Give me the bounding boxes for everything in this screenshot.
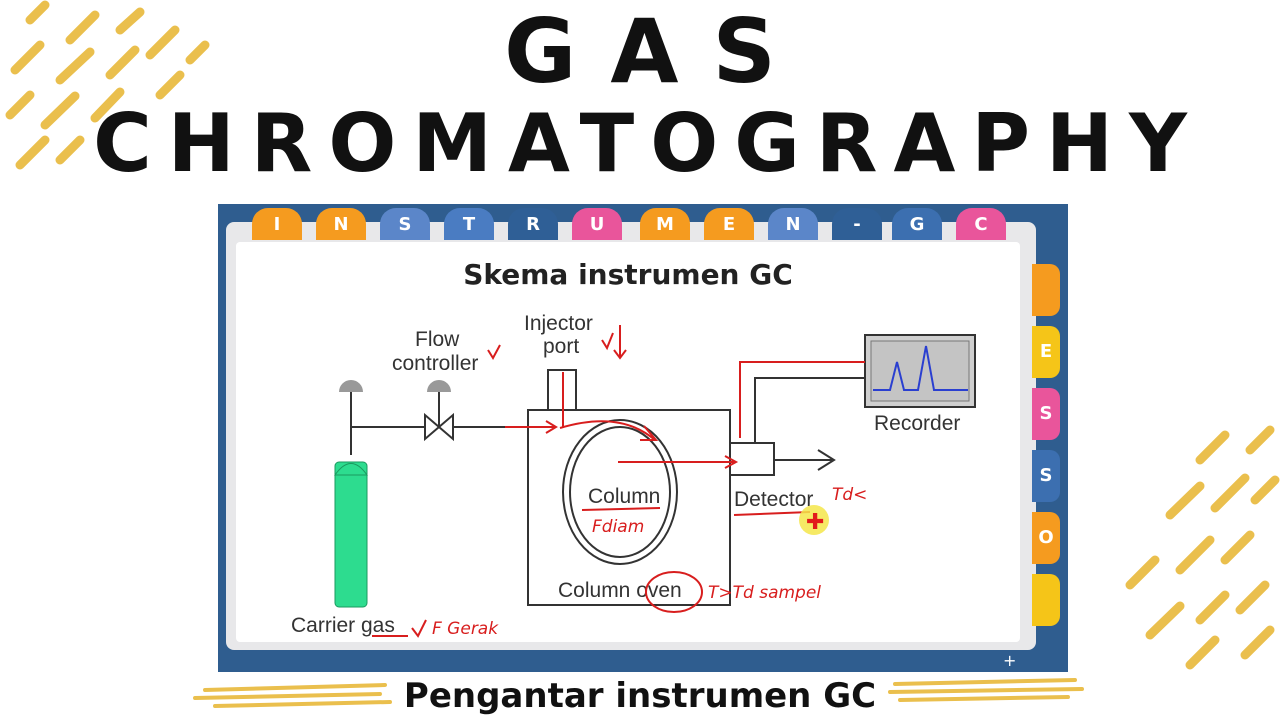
flow-controller-valve [424,380,454,442]
subtitle: Pengantar instrumen GC [403,676,877,716]
tab-5[interactable]: R [508,208,558,240]
tab-1[interactable]: I [252,208,302,240]
tab-8[interactable]: E [704,208,754,240]
tab-7[interactable]: M [640,208,690,240]
tab-12[interactable]: C [956,208,1006,240]
red-annotation-strokes [372,325,865,638]
carrier-note: F Gerak [432,619,499,639]
recorder [864,334,976,408]
recorder-label: Recorder [874,412,960,435]
tab-label: M [656,214,674,235]
plus-icon: + [1003,651,1016,670]
tab-label: N [333,214,349,235]
side-tab-3[interactable]: S [1032,388,1060,440]
fdiam-note: Fdiam [592,517,644,537]
tab-3[interactable]: S [380,208,430,240]
side-tab-1[interactable] [1032,264,1060,316]
tab-11[interactable]: G [892,208,942,240]
flow-label: Flow [415,328,460,351]
side-tab-2[interactable]: E [1032,326,1060,378]
tab-label: T [462,214,476,235]
tab-10[interactable]: - [832,208,882,240]
cursor-highlight [799,505,829,535]
tab-4[interactable]: T [444,208,494,240]
column-coil-inner [569,426,671,558]
injector-label: Injector [524,312,593,335]
tab-label: G [909,214,925,235]
tab-2[interactable]: N [316,208,366,240]
side-tab-6[interactable] [1032,574,1060,626]
side-tab-label: S [1039,403,1053,424]
side-tab-label: S [1039,465,1053,486]
tab-label: U [589,214,605,235]
red-plus-icon: ✚ [806,510,824,535]
column-label: Column [588,485,660,508]
tab-label: I [273,214,281,235]
column-oven-label: Column oven [558,579,682,602]
oven-note: T>Td sampel [708,583,821,603]
title-line-2: CHROMATOGRAPHY [93,97,1203,190]
schema-title: Skema instrumen GC [463,258,793,291]
outlet-arrow-icon [817,449,836,471]
tab-label: C [974,214,988,235]
carrier-gas-label: Carrier gas [291,614,395,637]
side-tab-4[interactable]: S [1032,450,1060,502]
tab-label: N [785,214,801,235]
column-coil-outer [562,419,678,565]
tab-9[interactable]: N [768,208,818,240]
td-note: Td< [832,485,867,505]
side-tab-5[interactable]: O [1032,512,1060,564]
column-oven [527,409,731,606]
tab-label: - [853,214,861,235]
side-tab-label: E [1039,341,1053,362]
side-tab-label: O [1038,527,1054,548]
port-label: port [543,335,579,358]
tab-6[interactable]: U [572,208,622,240]
detector-label: Detector [734,488,813,511]
gold-dash-decoration-left [5,0,210,170]
controller-label: controller [392,352,478,375]
title-line-1: GAS [504,0,810,103]
carrier-gas-cylinder [334,380,368,608]
detector-recorder-line [754,377,865,443]
detector [729,442,775,476]
tab-label: E [722,214,736,235]
gold-dash-decoration-right [1125,425,1280,670]
tab-label: R [526,214,540,235]
tab-label: S [398,214,412,235]
